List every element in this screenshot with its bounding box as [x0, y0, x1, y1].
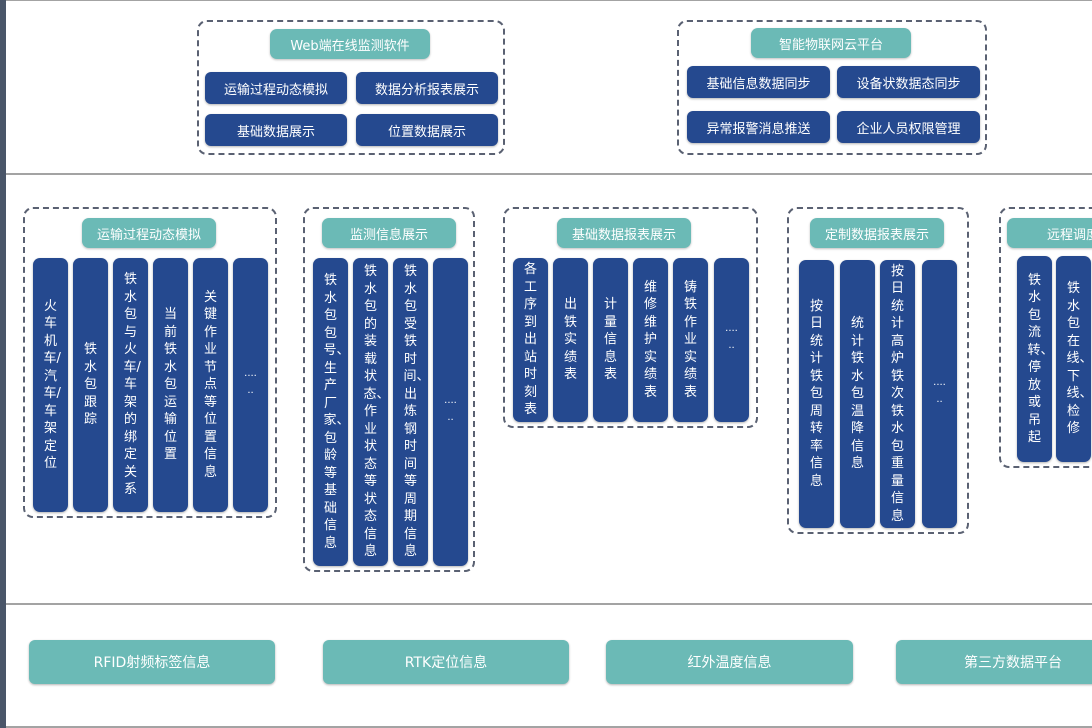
module-title: 运输过程动态模拟 [82, 218, 216, 248]
source-rtk[interactable]: RTK定位信息 [323, 640, 569, 684]
module-column[interactable]: 出铁实绩表 [553, 258, 588, 422]
top-border [6, 0, 1092, 1]
module-custom-report: 定制数据报表展示 按日统计铁包周转率信息 统计铁水包温降信息 按日统计高炉铁次铁… [787, 207, 969, 534]
module-column[interactable]: 火车机车/汽车/车架定位 [33, 258, 68, 512]
module-column[interactable]: 按日统计高炉铁次铁水包重量信息 [880, 260, 915, 528]
module-column[interactable]: 维修维护实绩表 [633, 258, 668, 422]
source-rfid[interactable]: RFID射频标签信息 [29, 640, 275, 684]
module-title: 基础数据报表展示 [557, 218, 691, 248]
module-column[interactable]: 铁水包流转、停放或吊起 [1017, 256, 1054, 462]
layer-divider-2 [6, 603, 1092, 605]
web-item-location-data[interactable]: 位置数据展示 [356, 114, 498, 146]
module-column-ellipsis[interactable]: ······ [714, 258, 749, 422]
module-title: 定制数据报表展示 [810, 218, 944, 248]
iot-item-alarm-push[interactable]: 异常报警消息推送 [687, 111, 830, 143]
module-column[interactable]: 铁水包跟踪 [73, 258, 108, 512]
bottom-border [6, 726, 1092, 728]
web-software-group: Web端在线监测软件 运输过程动态模拟 数据分析报表展示 基础数据展示 位置数据… [197, 20, 505, 155]
module-column-ellipsis[interactable]: ······ [233, 258, 268, 512]
iot-item-basic-sync[interactable]: 基础信息数据同步 [687, 66, 830, 98]
left-edge-bar [0, 0, 6, 728]
module-column[interactable]: 各工序到出站时刻表 [513, 258, 548, 422]
module-column[interactable]: 铁水包与火车/车架的绑定关系 [113, 258, 148, 512]
module-column-ellipsis[interactable]: ······ [922, 260, 957, 528]
source-third-party[interactable]: 第三方数据平台 [896, 640, 1092, 684]
web-software-title: Web端在线监测软件 [270, 29, 430, 59]
module-column[interactable]: 统计铁水包温降信息 [840, 260, 875, 528]
module-column[interactable]: 关键作业节点等位置信息 [193, 258, 228, 512]
iot-cloud-title: 智能物联网云平台 [751, 28, 911, 58]
web-item-basic-data[interactable]: 基础数据展示 [205, 114, 347, 146]
module-remote-dispatch: 远程调度 铁水包流转、停放或吊起 铁水包在线、下线、检修 [999, 207, 1092, 468]
module-title: 远程调度 [1007, 218, 1092, 248]
module-monitoring-info: 监测信息展示 铁水包包号、生产厂家、包龄等基础信息 铁水包的装载状态、作业状态等… [303, 207, 475, 572]
web-item-analysis-report[interactable]: 数据分析报表展示 [356, 72, 498, 104]
module-column[interactable]: 铁水包的装载状态、作业状态等状态信息 [353, 258, 390, 566]
module-title: 监测信息展示 [322, 218, 456, 248]
module-column[interactable]: 铁水包受铁时间、出炼钢时间等周期信息 [393, 258, 430, 566]
source-infrared[interactable]: 红外温度信息 [606, 640, 853, 684]
module-column[interactable]: 铸铁作业实绩表 [673, 258, 708, 422]
module-column[interactable]: 按日统计铁包周转率信息 [799, 260, 834, 528]
module-column-ellipsis[interactable]: ······ [433, 258, 468, 566]
iot-cloud-group: 智能物联网云平台 基础信息数据同步 设备状数据态同步 异常报警消息推送 企业人员… [677, 20, 987, 155]
module-column[interactable]: 计量信息表 [593, 258, 628, 422]
module-basic-report: 基础数据报表展示 各工序到出站时刻表 出铁实绩表 计量信息表 维修维护实绩表 铸… [503, 207, 758, 428]
layer-divider-1 [6, 173, 1092, 175]
iot-item-permission-mgmt[interactable]: 企业人员权限管理 [837, 111, 980, 143]
module-column[interactable]: 铁水包包号、生产厂家、包龄等基础信息 [313, 258, 350, 566]
module-column[interactable]: 当前铁水包运输位置 [153, 258, 188, 512]
module-column[interactable]: 铁水包在线、下线、检修 [1056, 256, 1092, 462]
module-transport-simulation: 运输过程动态模拟 火车机车/汽车/车架定位 铁水包跟踪 铁水包与火车/车架的绑定… [23, 207, 277, 518]
web-item-transport-simulation[interactable]: 运输过程动态模拟 [205, 72, 347, 104]
iot-item-device-sync[interactable]: 设备状数据态同步 [837, 66, 980, 98]
